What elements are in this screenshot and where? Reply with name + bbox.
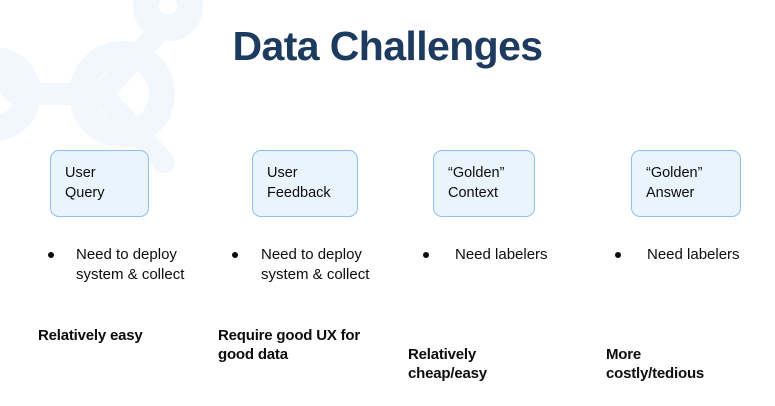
node-box-golden-answer[interactable]: “Golden” Answer <box>631 150 741 217</box>
node-box-line-2: Answer <box>646 184 695 201</box>
bullet-text: Need labelers <box>455 246 548 263</box>
node-box-user-feedback[interactable]: User Feedback <box>252 150 358 217</box>
bullet-dot-icon <box>232 252 238 258</box>
bullet-item: Need labelers <box>415 245 610 265</box>
column-user-query: User Query Need to deploy system & colle… <box>40 150 240 285</box>
verdict-label-user-query: Relatively easy <box>38 327 143 344</box>
verdict-label-golden-answer: More costly/tedious <box>606 346 705 382</box>
node-box-golden-context[interactable]: “Golden” Context <box>433 150 535 217</box>
bullet-item: Need to deploy system & collect <box>228 245 428 285</box>
node-box-line-2: Query <box>65 184 105 201</box>
bullet-text: Need labelers <box>647 246 740 263</box>
verdict-label-golden-context: Relatively cheap/easy <box>408 346 487 382</box>
bullet-item: Need to deploy system & collect <box>40 245 240 285</box>
column-user-feedback: User Feedback Need to deploy system & co… <box>228 150 428 285</box>
bullet-text: Need to deploy system & collect <box>261 246 370 283</box>
node-box-line-1: User <box>267 165 298 181</box>
verdict-label-user-feedback: Require good UX for good data <box>218 327 361 363</box>
column-golden-context: “Golden” Context Need labelers <box>415 150 610 265</box>
bullet-dot-icon <box>423 252 429 258</box>
bullet-text: Need to deploy system & collect <box>76 246 185 283</box>
column-golden-answer: “Golden” Answer Need labelers <box>600 150 775 265</box>
node-box-user-query[interactable]: User Query <box>50 150 149 217</box>
bullet-dot-icon <box>615 252 621 258</box>
node-box-line-1: “Golden” <box>448 165 505 181</box>
page-title: Data Challenges <box>232 23 544 69</box>
node-box-line-2: Context <box>448 184 498 201</box>
node-box-line-2: Feedback <box>267 184 331 201</box>
node-box-line-1: User <box>65 165 96 181</box>
bullet-item: Need labelers <box>600 245 775 265</box>
bullet-dot-icon <box>48 252 54 258</box>
node-box-line-1: “Golden” <box>646 165 703 181</box>
